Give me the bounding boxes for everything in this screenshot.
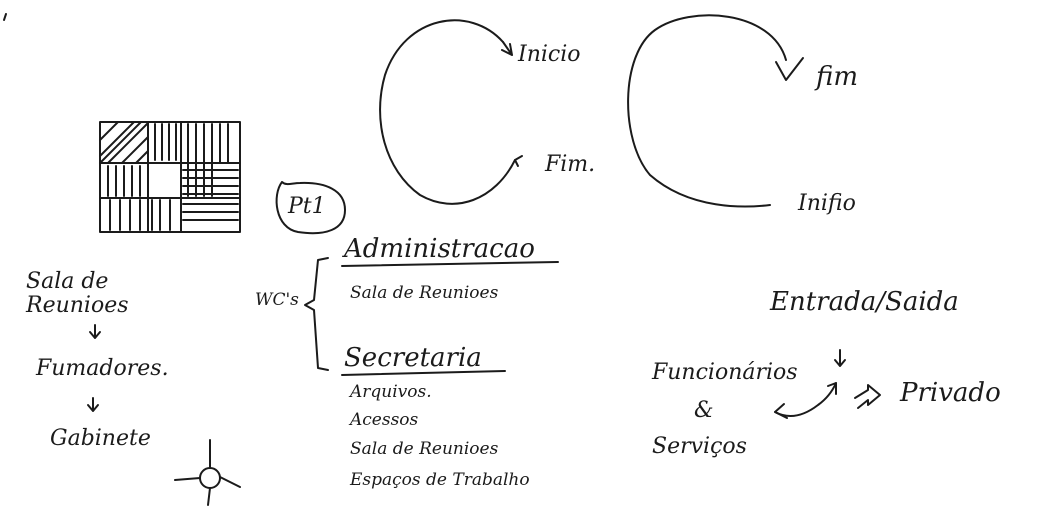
right-cycle-end-label: fim	[816, 62, 858, 92]
left-cycle-top-arrow	[501, 41, 513, 56]
right-cycle-arc	[627, 14, 787, 208]
down-arrow	[834, 349, 846, 367]
group-2-item: Arquivos.	[350, 382, 432, 402]
plan-hatching	[99, 121, 149, 164]
group-1-item: Sala de Reunioes	[350, 283, 499, 303]
badge-outline	[275, 181, 346, 235]
left-item-office: Gabinete	[50, 426, 151, 451]
wc-bracket	[304, 257, 329, 371]
heading-underline	[341, 370, 506, 376]
curved-arrow	[774, 382, 837, 417]
left-cycle-end-label: Fim.	[545, 152, 596, 177]
group-2-item: Espaços de Trabalho	[350, 470, 530, 490]
down-arrow	[89, 324, 101, 339]
curved-arrow-head	[774, 403, 788, 419]
down-arrow	[87, 397, 99, 412]
group-2-item: Sala de Reunioes	[350, 439, 499, 459]
corner-stroke	[3, 13, 7, 21]
zone-badge: Pt1	[288, 194, 326, 219]
staff-label: Funcionários	[652, 360, 798, 385]
right-cycle-start-label: Inifio	[798, 191, 856, 216]
left-cycle-bottom-arrow	[514, 155, 523, 167]
right-cycle-arrowhead	[775, 57, 804, 81]
outline-arrow	[854, 384, 881, 409]
entrance-label: Entrada/Saida	[770, 287, 959, 317]
bracket-label: WC's	[255, 290, 299, 310]
left-cycle-start-label: Inicio	[518, 42, 581, 67]
group-heading-administration: Administracao	[344, 234, 535, 264]
group-heading-secretariat: Secretaria	[344, 343, 482, 373]
left-cycle-arc	[379, 19, 516, 205]
curved-arrow-head	[827, 382, 837, 395]
compass-symbol	[174, 439, 241, 506]
left-item-smokers: Fumadores.	[36, 356, 169, 381]
private-label: Privado	[900, 378, 1001, 408]
ampersand-label: &	[694, 398, 714, 423]
group-2-item: Acessos	[350, 410, 419, 430]
plan-hatching	[107, 165, 171, 231]
floor-plan-sketch	[99, 121, 241, 233]
plan-hatching	[182, 169, 239, 221]
plan-hatching	[154, 123, 229, 197]
left-item-meeting-room: Sala de Reunioes	[26, 269, 129, 319]
plan-outline	[99, 121, 241, 233]
services-label: Serviços	[652, 434, 747, 459]
heading-underline	[341, 261, 559, 267]
